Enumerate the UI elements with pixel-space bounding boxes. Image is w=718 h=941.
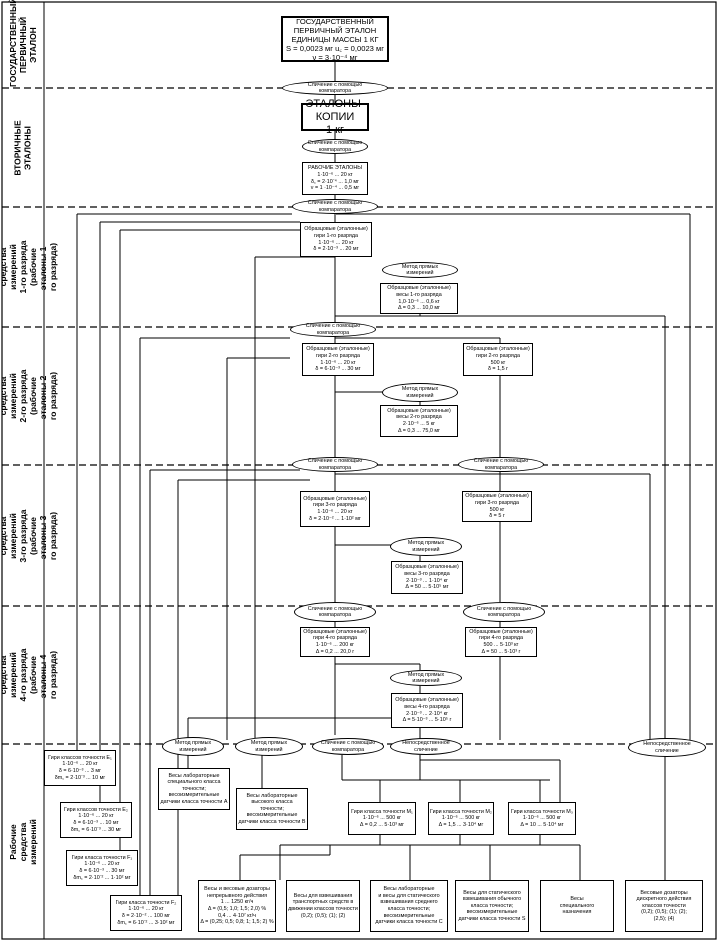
level-rank-2: Образцовые средства измерений 2-го разря… [0, 369, 58, 423]
level-rank-4: Образцовые средства измерений 4-го разря… [0, 648, 58, 702]
rank3-weights-box: Образцовые (эталонные) гири 3-го разряда… [300, 491, 370, 527]
primary-standard-box: ГОСУДАРСТВЕННЫЙ ПЕРВИЧНЫЙ ЭТАЛОН ЕДИНИЦЫ… [281, 16, 389, 62]
vehicle-scales-box: Весы для взвешивания транспортных средст… [286, 880, 360, 932]
continuous-dosers-box: Весы и весовые дозаторы непрерывного дей… [198, 880, 276, 932]
weights-m1-box: Гири класса точности M₁ 1·10⁻⁶ ... 500 к… [348, 802, 416, 835]
weights-f2-box: Гири класса точности F₂ 1·10⁻⁶ ... 20 кг… [110, 895, 182, 931]
comparator-ellipse-8: Сличение с помощью компаратора [463, 602, 545, 622]
rank4-scales-box: Образцовые (эталонные) весы 4-го разряда… [391, 693, 463, 728]
weights-f1-box: Гири класса точности F₁ 1·10⁻⁶ ... 20 кг… [66, 850, 138, 886]
working-standards-box: РАБОЧИЕ ЭТАЛОНЫ 1·10⁻⁶ ... 20 кг δ꜀ = 2·… [302, 162, 368, 195]
rank3-weights-500-box: Образцовые (эталонные) гири 3-го разряда… [462, 491, 532, 522]
scales-class-b-box: Весы лабораторные высокого класса точнос… [236, 788, 308, 830]
special-scales-box: Весы специального назначения [540, 880, 614, 932]
weights-e2-box: Гири классов точности E₂ 1·10⁻⁶ ... 20 к… [60, 802, 132, 838]
weights-m2-box: Гири класса точности M₂ 1·10⁻⁶ ... 500 к… [428, 802, 494, 835]
copy-standards-box: ЭТАЛОНЫ- КОПИИ 1 кг [301, 98, 369, 136]
direct-compare-ellipse-2: Непосредственное сличение [628, 738, 706, 757]
comparator-ellipse-9: Сличение с помощью компаратора [312, 738, 384, 755]
rank1-scales-box: Образцовые (эталонные) весы 1-го разряда… [380, 283, 458, 314]
comparator-ellipse-5: Сличение с помощью компаратора [292, 457, 378, 472]
comparator-ellipse-2: Сличение с помощью компаратора [302, 139, 368, 154]
level-working: Рабочие средства измерений [8, 818, 38, 865]
direct-method-ellipse-4: Метод прямых измерений [390, 670, 462, 686]
rank2-weights-box: Образцовые (эталонные) гири 2-го разряда… [302, 343, 374, 376]
scales-class-a-box: Весы лабораторные специального класса то… [158, 768, 230, 810]
level-secondary: ВТОРИЧНЫЕ ЭТАЛОНЫ [13, 119, 34, 176]
rank3-scales-box: Образцовые (эталонные) весы 3-го разряда… [391, 561, 463, 594]
direct-method-ellipse-6: Метод прямых измерений [235, 737, 303, 756]
direct-method-ellipse-5: Метод прямых измерений [162, 737, 224, 756]
direct-compare-ellipse-1: Непосредственное сличение [390, 738, 462, 755]
rank4-weights-box: Образцовые (эталонные) гири 4-го разряда… [300, 627, 370, 657]
level-rank-1: Образцовые средства измерений 1-го разря… [0, 240, 58, 294]
rank2-scales-box: Образцовые (эталонные) весы 2-го разряда… [380, 405, 458, 437]
comparator-ellipse-6: Сличение с помощью компаратора [458, 457, 544, 472]
weights-m3-box: Гири класса точности M₃ 1·10⁻⁶ ... 500 к… [508, 802, 576, 835]
scales-class-s-box: Весы для статического взвешивания обычно… [455, 880, 529, 932]
level-rank-3: Образцовые средства измерений 3-го разря… [0, 509, 58, 562]
direct-method-ellipse-2: Метод прямых измерений [382, 383, 458, 402]
discrete-dosers-box: Весовые дозаторы дискретного действия кл… [625, 880, 703, 932]
comparator-ellipse-3: Сличение с помощью компаратора [292, 199, 378, 214]
rank2-weights-500-box: Образцовые (эталонные) гири 2-го разряда… [463, 343, 533, 376]
comparator-ellipse-7: Сличение с помощью компаратора [294, 602, 376, 622]
level-primary: ГОСУДАРСТВЕННЫЙ ПЕРВИЧНЫЙ ЭТАЛОН [8, 0, 38, 87]
rank1-weights-box: Образцовые (эталонные) гири 1-го разряда… [300, 222, 372, 257]
rank4-weights-500-box: Образцовые (эталонные) гири 4-го разряда… [465, 627, 537, 657]
comparator-ellipse-4: Сличение с помощью компаратора [290, 322, 376, 337]
weights-e1-box: Гири классов точности E₁ 1·10⁻⁶ ... 20 к… [44, 750, 116, 786]
comparator-ellipse-1: Сличение с помощью компаратора [282, 81, 388, 95]
scales-class-c-box: Весы лабораторные и весы для статическог… [370, 880, 448, 932]
direct-method-ellipse-1: Метод прямых измерений [382, 262, 458, 278]
direct-method-ellipse-3: Метод прямых измерений [390, 537, 462, 556]
